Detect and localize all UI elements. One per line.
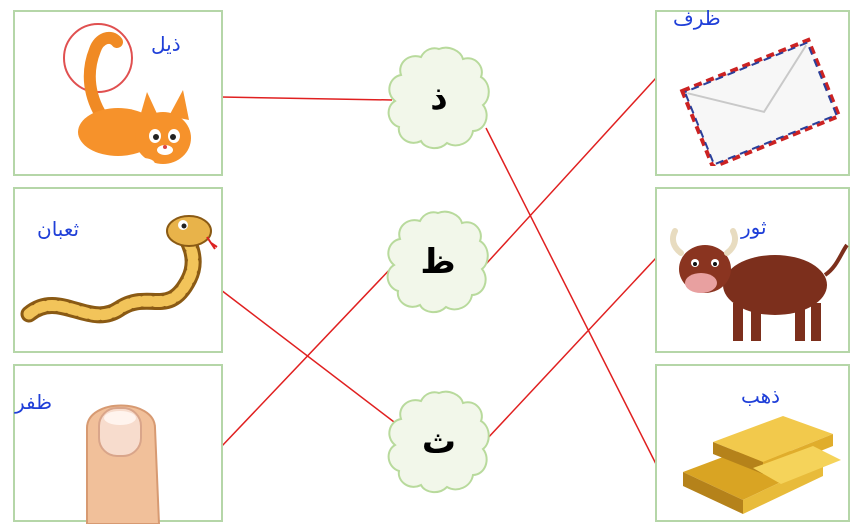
line-cat-to-dhal (220, 96, 393, 101)
word-label: ظرف (673, 6, 721, 30)
finger-icon (86, 404, 161, 524)
cloud-shape (386, 210, 489, 313)
word-label: ثعبان (37, 217, 80, 241)
word-label: ذيل (151, 32, 181, 56)
cat-icon (63, 23, 203, 170)
card-envelope[interactable]: ظرف (655, 6, 850, 176)
envelope-icon (679, 37, 841, 166)
letter-dhal: ذ (430, 78, 448, 118)
cloud-shape (387, 46, 490, 149)
snake-icon (20, 215, 218, 324)
line-dhal-to-gold (485, 127, 657, 465)
card-snake[interactable]: ثعبان (13, 187, 223, 353)
letter-bubble-tha[interactable]: ث (385, 387, 493, 497)
card-bull[interactable]: ثور (655, 187, 850, 353)
word-label: ثور (741, 215, 767, 239)
card-finger[interactable]: ظفر (13, 364, 223, 524)
letter-bubble-dha[interactable]: ظ (384, 207, 492, 317)
card-gold[interactable]: ذهب (655, 364, 850, 522)
line-dha-to-envelope (485, 77, 657, 265)
word-label: ذهب (741, 384, 781, 408)
line-tha-to-bull (485, 257, 657, 441)
word-label: ظفر (15, 390, 53, 414)
line-snake-to-tha (220, 289, 399, 426)
card-cat[interactable]: ذيل (13, 10, 223, 176)
bull-icon (670, 228, 849, 341)
cloud-shape (387, 390, 490, 493)
letter-dha: ظ (420, 242, 456, 282)
gold-bars-icon (683, 416, 841, 514)
letter-tha: ث (421, 422, 457, 462)
letter-bubble-dhal[interactable]: ذ (385, 43, 493, 153)
